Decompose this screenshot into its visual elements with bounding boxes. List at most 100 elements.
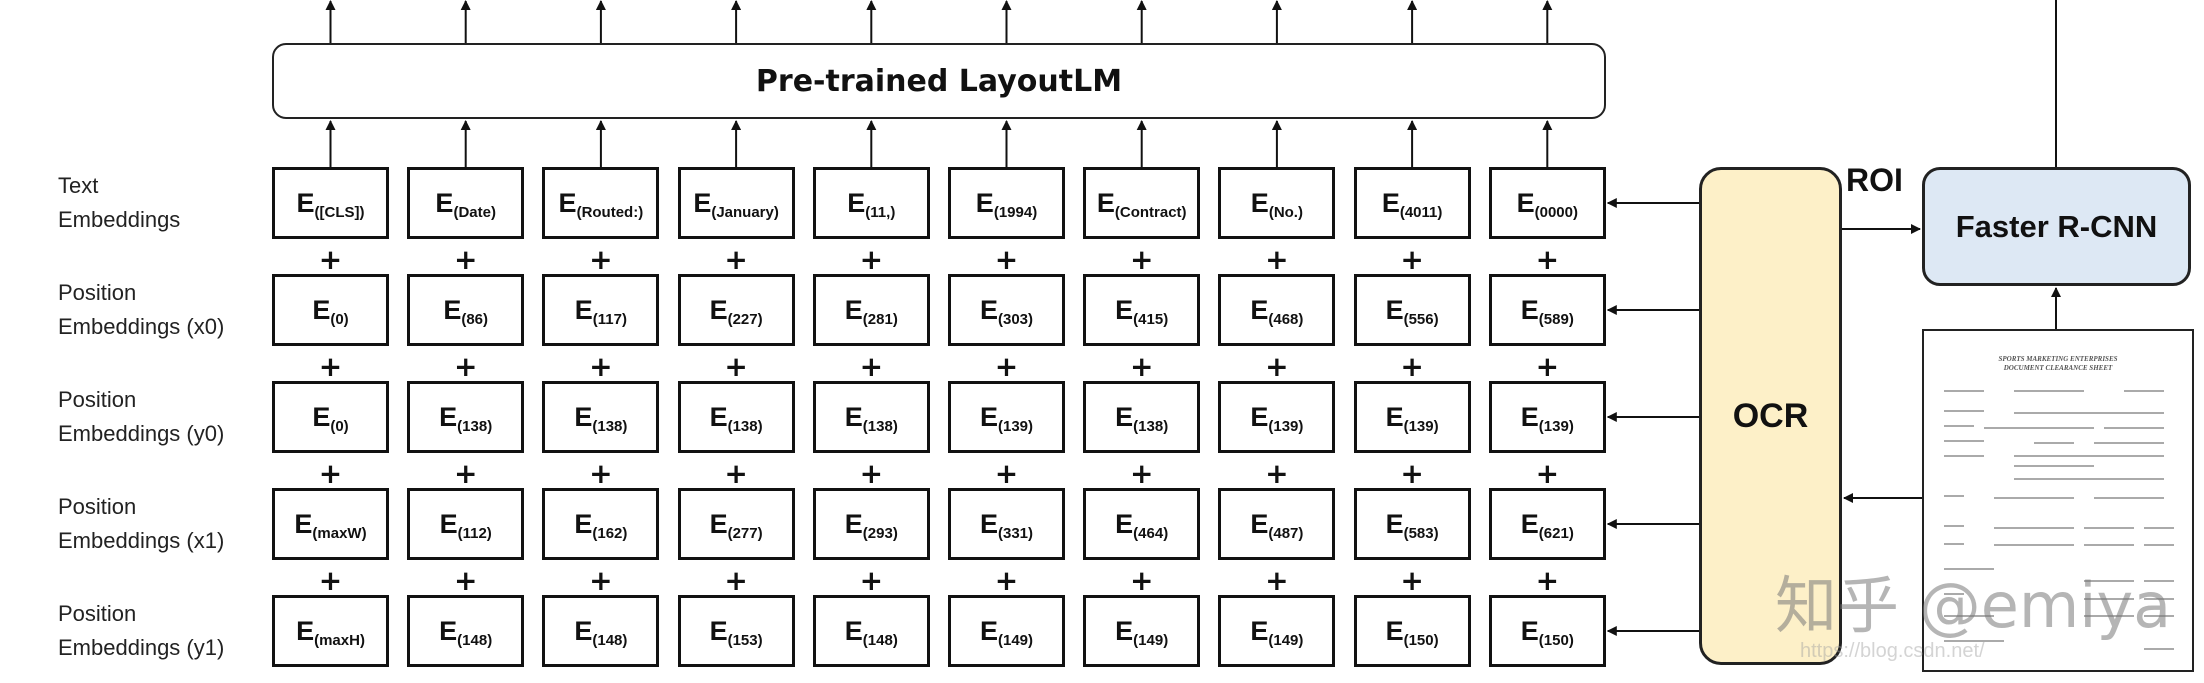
roi-label: ROI bbox=[1846, 162, 1903, 198]
embedding-symbol: E bbox=[574, 508, 593, 539]
paren-open: ( bbox=[330, 417, 336, 435]
embedding-box: E(139) bbox=[1353, 381, 1471, 453]
embedding-subscript: 150 bbox=[1408, 631, 1434, 649]
paren-close: ) bbox=[1163, 417, 1169, 435]
embedding-subscript: 277 bbox=[732, 524, 758, 542]
embedding-subscript: 303 bbox=[1002, 310, 1029, 328]
paren-open: ( bbox=[1133, 417, 1139, 435]
embedding-subscript: 139 bbox=[1273, 417, 1299, 435]
plus-sign: + bbox=[1535, 564, 1560, 597]
embedding-box: E(621) bbox=[1488, 488, 1606, 560]
plus-sign: + bbox=[318, 564, 343, 597]
plus-sign: + bbox=[724, 243, 748, 276]
embedding-box: E([CLS]) bbox=[272, 167, 389, 239]
embedding-subscript: maxW bbox=[317, 524, 362, 542]
document-header-line1: SPORTS MARKETING ENTERPRISES bbox=[1998, 355, 2117, 363]
embedding-box: E(139) bbox=[948, 381, 1065, 453]
paren-close: ) bbox=[1572, 203, 1578, 221]
row-label-line1: Position bbox=[58, 387, 137, 412]
embedding-symbol: E bbox=[1115, 508, 1134, 539]
embedding-symbol: E bbox=[294, 508, 313, 539]
plus-sign: + bbox=[1265, 564, 1289, 597]
embedding-subscript: 1994 bbox=[998, 203, 1033, 221]
embedding-box: E(0000) bbox=[1488, 167, 1606, 239]
embedding-subscript: 148 bbox=[597, 631, 623, 649]
paren-open: ( bbox=[453, 203, 459, 221]
paren-open: ( bbox=[1268, 631, 1274, 649]
embedding-box: E(148) bbox=[407, 595, 525, 667]
embedding-symbol: E bbox=[558, 187, 577, 218]
embedding-subscript: 117 bbox=[597, 310, 622, 328]
paren-close: ) bbox=[1433, 310, 1439, 328]
plus-sign: + bbox=[589, 564, 613, 597]
paren-close: ) bbox=[773, 203, 779, 221]
plus-sign: + bbox=[1535, 457, 1560, 490]
embedding-subscript: 0 bbox=[335, 417, 344, 435]
embedding-symbol: E bbox=[1250, 401, 1269, 432]
embedding-symbol: E bbox=[844, 615, 863, 646]
embedding-subscript: 0 bbox=[335, 310, 344, 328]
plus-sign: + bbox=[994, 457, 1019, 490]
plus-sign: + bbox=[453, 350, 478, 383]
paren-close: ) bbox=[1163, 310, 1169, 328]
embedding-subscript: 139 bbox=[1408, 417, 1434, 435]
embedding-box: E(86) bbox=[407, 274, 525, 346]
paren-close: ) bbox=[1568, 417, 1574, 435]
embedding-box: E(464) bbox=[1083, 488, 1201, 560]
plus-sign: + bbox=[453, 243, 478, 276]
paren-close: ) bbox=[1298, 524, 1304, 542]
embedding-symbol: E bbox=[1115, 615, 1134, 646]
embedding-subscript: 487 bbox=[1273, 524, 1299, 542]
embedding-symbol: E bbox=[709, 508, 728, 539]
plus-sign: + bbox=[1129, 564, 1154, 597]
embedding-symbol: E bbox=[574, 615, 593, 646]
embedding-subscript: 86 bbox=[466, 310, 484, 328]
embedding-subscript: Routed: bbox=[581, 203, 639, 221]
paren-close: ) bbox=[757, 417, 763, 435]
paren-close: ) bbox=[890, 203, 896, 221]
plus-sign: + bbox=[1400, 350, 1424, 383]
embedding-subscript: 331 bbox=[1002, 524, 1029, 542]
paren-open: ( bbox=[1538, 524, 1544, 542]
embedding-symbol: E bbox=[844, 401, 863, 432]
embedding-symbol: E bbox=[709, 615, 728, 646]
paren-close: ) bbox=[361, 524, 367, 542]
paren-close: ) bbox=[1297, 203, 1303, 221]
embedding-box: E(589) bbox=[1488, 274, 1606, 346]
embedding-symbol: E bbox=[1096, 187, 1115, 218]
paren-open: ( bbox=[312, 524, 318, 542]
paren-open: ( bbox=[592, 524, 598, 542]
document-image: SPORTS MARKETING ENTERPRISES DOCUMENT CL… bbox=[1922, 329, 2194, 672]
embedding-box: E(112) bbox=[407, 488, 525, 560]
paren-open: ( bbox=[862, 310, 868, 328]
paren-open: ( bbox=[576, 203, 582, 221]
embedding-symbol: E bbox=[439, 508, 458, 539]
embedding-symbol: E bbox=[979, 401, 998, 432]
embedding-symbol: E bbox=[1250, 187, 1269, 218]
embedding-box: E(139) bbox=[1488, 381, 1606, 453]
paren-close: ) bbox=[359, 631, 365, 649]
plus-sign: + bbox=[318, 350, 343, 383]
embedding-symbol: E bbox=[296, 187, 315, 218]
embedding-symbol: E bbox=[1520, 508, 1539, 539]
embedding-subscript: 150 bbox=[1543, 631, 1569, 649]
paren-close: ) bbox=[1298, 417, 1304, 435]
paren-close: ) bbox=[638, 203, 644, 221]
embedding-subscript: 281 bbox=[867, 310, 893, 328]
embedding-symbol: E bbox=[1385, 615, 1404, 646]
embedding-symbol: E bbox=[439, 401, 458, 432]
embedding-symbol: E bbox=[844, 508, 863, 539]
embedding-box: E(No.) bbox=[1218, 167, 1336, 239]
row-label-line2: Embeddings (y0) bbox=[58, 421, 225, 446]
embedding-subscript: 139 bbox=[1543, 417, 1569, 435]
embedding-box: E(138) bbox=[677, 381, 795, 453]
plus-sign: + bbox=[994, 243, 1019, 276]
embedding-box: E(138) bbox=[812, 381, 930, 453]
embedding-box: E(138) bbox=[407, 381, 525, 453]
paren-close: ) bbox=[1298, 310, 1304, 328]
embedding-symbol: E bbox=[975, 187, 994, 218]
paren-open: ( bbox=[997, 524, 1003, 542]
row-label-line2: Embeddings bbox=[58, 207, 181, 232]
